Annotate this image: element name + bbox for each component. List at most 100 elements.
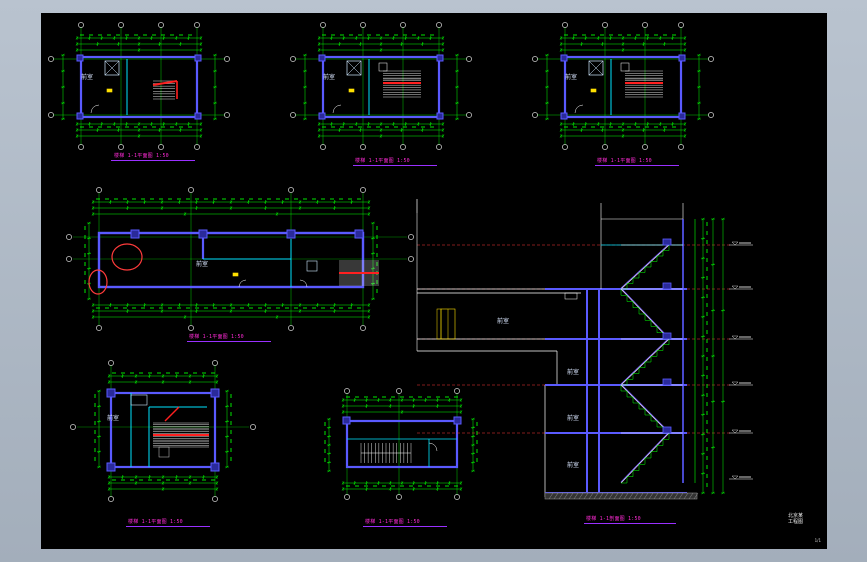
axis-bubble [194, 144, 200, 150]
dimension-tick [600, 42, 604, 46]
dimension-tick [183, 212, 187, 216]
column [436, 54, 444, 62]
dimension-tick [303, 85, 307, 89]
wall-outline [345, 419, 459, 469]
dimension-tick [213, 85, 217, 89]
hatch [688, 492, 694, 500]
dimension-tick [367, 212, 371, 216]
dimension-tick [459, 398, 463, 402]
dimension-tick [711, 445, 715, 449]
dimension-tick [420, 42, 424, 46]
landing-beam [662, 238, 672, 246]
handrail [620, 287, 670, 339]
dimension-tick [188, 481, 192, 485]
dimension-tick [178, 42, 182, 46]
door-swing [90, 104, 100, 114]
axis-bubble [344, 388, 350, 394]
level-triangle [731, 429, 739, 434]
dimension-tick [471, 443, 475, 447]
room-label: 前室 [565, 74, 578, 81]
drawing-canvas[interactable]: 楼梯 1-1平面图 1:50 楼梯 1-1平面图 1:50 楼梯 1-1平面图 … [41, 13, 827, 549]
axis-bubble [408, 234, 414, 240]
handrail [620, 243, 670, 289]
dimension-tick [572, 36, 575, 40]
dimension-tick [213, 117, 217, 121]
dimension-tick [303, 101, 307, 105]
dimension-tick [412, 398, 416, 402]
dimension-tick [97, 465, 101, 469]
dimension-tick [303, 69, 307, 73]
dimension-tick [621, 48, 625, 52]
level-triangle [731, 335, 739, 340]
dimension-tick [701, 354, 705, 358]
dimension-tick [275, 212, 279, 216]
dimension-tick [642, 128, 646, 132]
dimension-tick [367, 315, 371, 319]
axis-bubble [96, 325, 102, 331]
dimension-tick [134, 481, 138, 485]
room-label: 前室 [196, 261, 209, 268]
dimension-tick [701, 393, 705, 397]
wall-outline [563, 55, 683, 119]
dimension-tick [392, 122, 395, 126]
dimension-tick [634, 36, 637, 40]
dimension-tick [107, 475, 111, 479]
dimension-tick [371, 252, 375, 255]
dimension-tick [412, 404, 416, 408]
dimension-tick [229, 200, 233, 204]
dimension-tick [471, 452, 475, 456]
dimension-tick [416, 122, 420, 126]
dimension-tick [377, 398, 380, 402]
dimension-tick [91, 315, 95, 319]
door-swing [332, 104, 342, 114]
dimension-tick [333, 206, 336, 210]
dimension-tick [424, 398, 427, 402]
axis-bubble [360, 187, 366, 193]
caption-plan-5: 楼梯 1-1平面图 1:50 [128, 519, 183, 525]
column [198, 229, 208, 239]
hatch [593, 492, 599, 500]
dimension-tick [175, 374, 178, 378]
dimension-tick [264, 309, 267, 313]
dimension-tick [162, 122, 166, 126]
dimension-tick [683, 134, 687, 138]
axis-bubble [532, 56, 538, 62]
axis-bubble [708, 112, 714, 118]
axis-bubble [70, 424, 76, 430]
landing-beam [662, 332, 672, 340]
shaft [130, 394, 148, 406]
axis-bubble [158, 144, 164, 150]
column [436, 112, 444, 120]
door-swing [238, 279, 247, 288]
dimension-tick [701, 276, 705, 280]
dimension-tick [199, 42, 203, 46]
dimension-tick [225, 420, 229, 423]
axis-bubble [66, 234, 72, 240]
dimension-tick [174, 36, 178, 40]
hatch [653, 492, 659, 500]
dimension-tick [371, 221, 375, 225]
dimension-tick [367, 36, 370, 40]
dimension-tick [333, 303, 336, 307]
dimension-tick [471, 417, 475, 421]
dimension-tick [455, 101, 459, 105]
dimension-tick [646, 36, 650, 40]
dimension-tick [137, 128, 141, 132]
dimension-tick [229, 206, 233, 210]
title-line: 工程图 [787, 519, 803, 525]
dimension-tick [584, 122, 588, 126]
column [194, 112, 202, 120]
dimension-tick [400, 128, 404, 132]
shaft [104, 60, 120, 76]
dimension-tick [281, 200, 285, 204]
dimension-tick [97, 420, 101, 423]
dimension-tick [447, 398, 451, 402]
wall-outline [109, 391, 217, 469]
dimension-tick [87, 252, 91, 255]
dimension-tick [658, 36, 662, 40]
dimension-tick [327, 460, 331, 464]
dimension-tick [388, 398, 392, 402]
dimension-tick [317, 36, 321, 40]
dimension-tick [158, 128, 162, 132]
revision-cloud [88, 269, 108, 295]
